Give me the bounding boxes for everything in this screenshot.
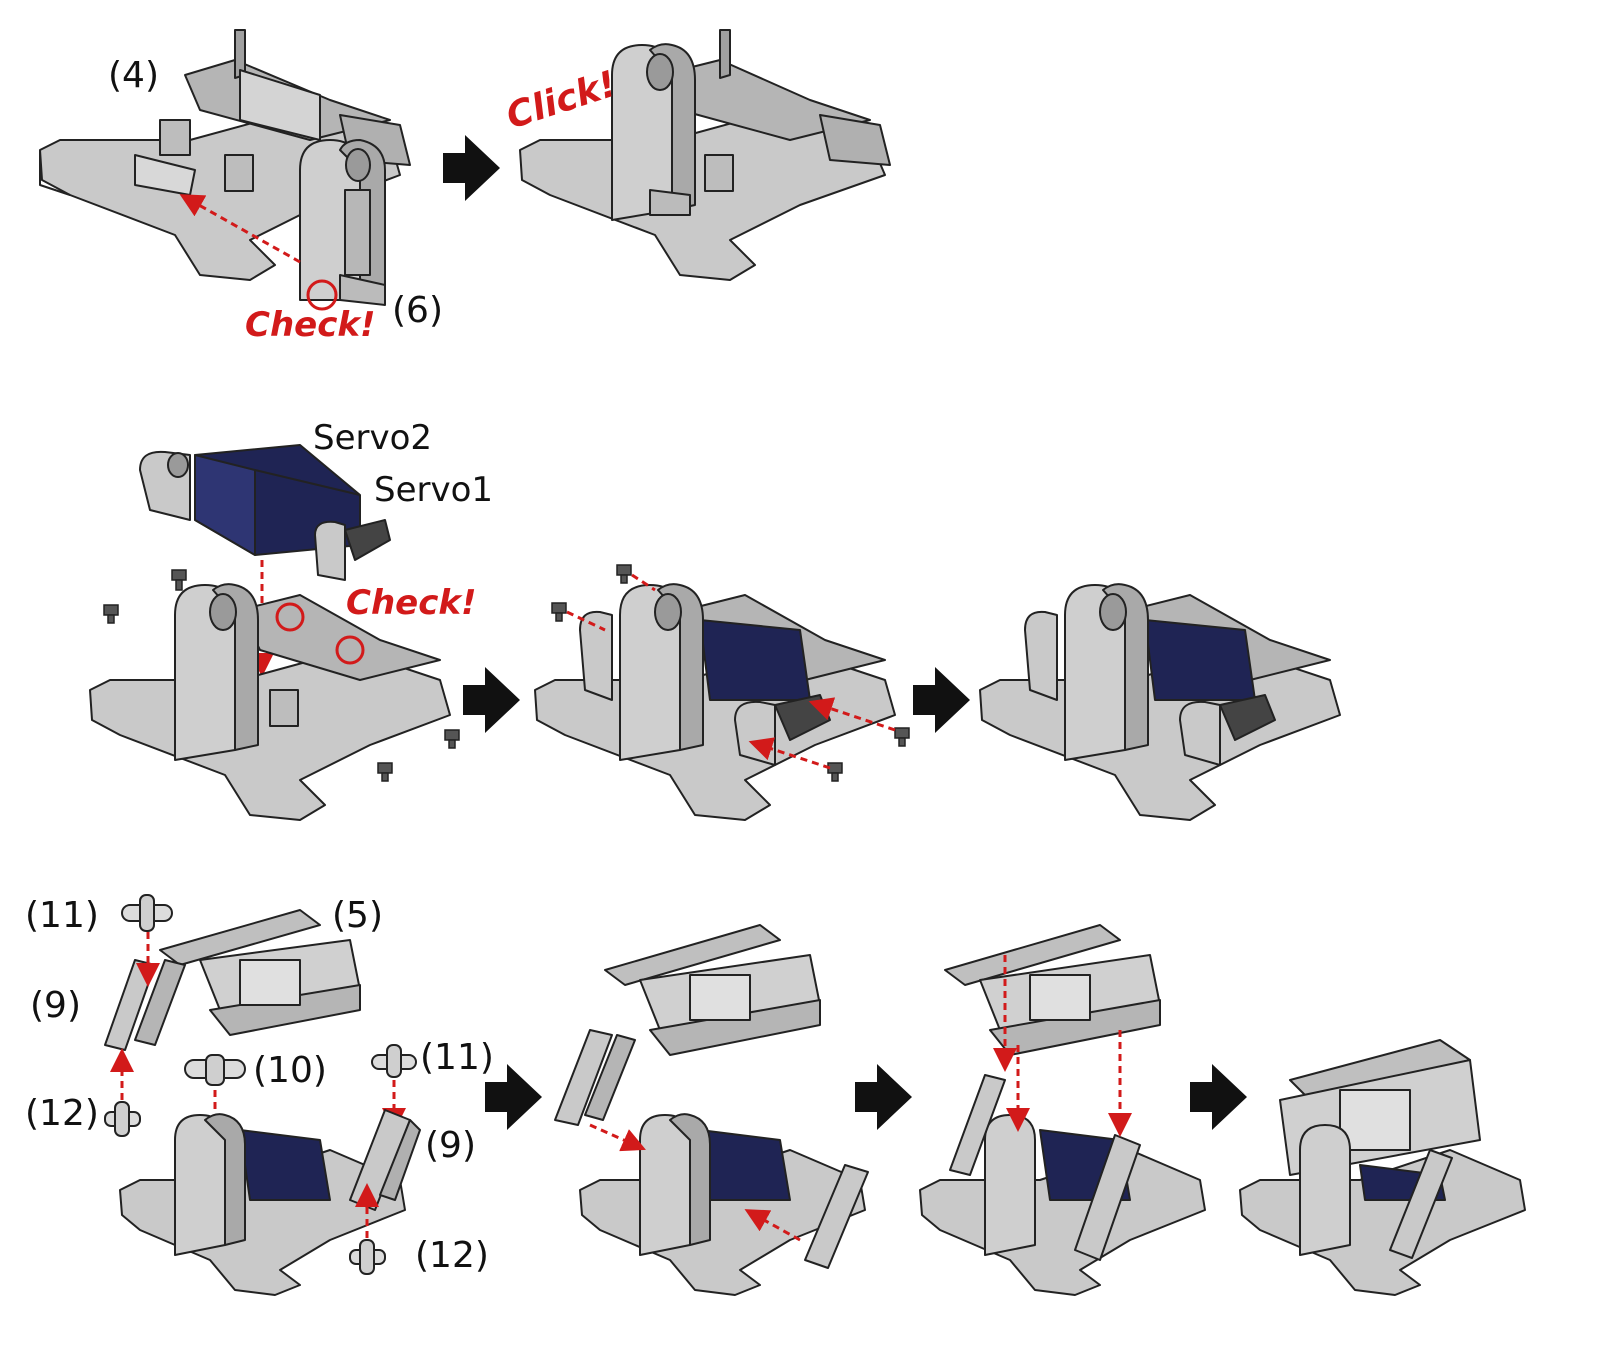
- pin-part12b: [350, 1240, 385, 1274]
- base-with-servos-screws: [535, 584, 895, 820]
- part-label-5: (5): [332, 895, 383, 936]
- right-arrow-icon: [443, 135, 500, 201]
- servo2-label: Servo2: [313, 418, 432, 458]
- link-part9-left: [105, 960, 185, 1050]
- right-arrow-icon: [913, 667, 970, 733]
- check-label-row1: Check!: [245, 305, 376, 345]
- part-label-10: (10): [253, 1050, 327, 1091]
- part-label-9-right: (9): [425, 1125, 476, 1166]
- row3-assembly-step3: [920, 925, 1205, 1295]
- base-with-servos-final: [980, 584, 1340, 820]
- right-arrow-icon: [855, 1064, 912, 1130]
- row3-assembly-final: [1240, 1040, 1525, 1295]
- part-label-9-left: (9): [30, 985, 81, 1026]
- servo1-label: Servo1: [374, 470, 493, 510]
- pin-part12a: [105, 1102, 140, 1136]
- base-with-tower: [520, 30, 890, 280]
- part-label-11-top: (11): [25, 895, 99, 936]
- part-label-12-right: (12): [415, 1235, 489, 1276]
- right-arrow-icon: [463, 667, 520, 733]
- right-arrow-icon: [1190, 1064, 1247, 1130]
- servo-pair-exploded: [140, 445, 390, 580]
- check-label-row2: Check!: [346, 583, 477, 623]
- part-label-11-right: (11): [420, 1037, 494, 1078]
- row3-assembly-step2: [555, 925, 868, 1295]
- tower-part6: [300, 140, 385, 305]
- pin-part11a: [122, 895, 172, 931]
- pin-part10: [185, 1055, 245, 1085]
- pin-part11b: [372, 1045, 416, 1077]
- part-label-4: (4): [108, 55, 159, 96]
- top-frame-part5: [160, 910, 360, 1035]
- part-label-12-left: (12): [25, 1093, 99, 1134]
- part-label-6: (6): [392, 290, 443, 331]
